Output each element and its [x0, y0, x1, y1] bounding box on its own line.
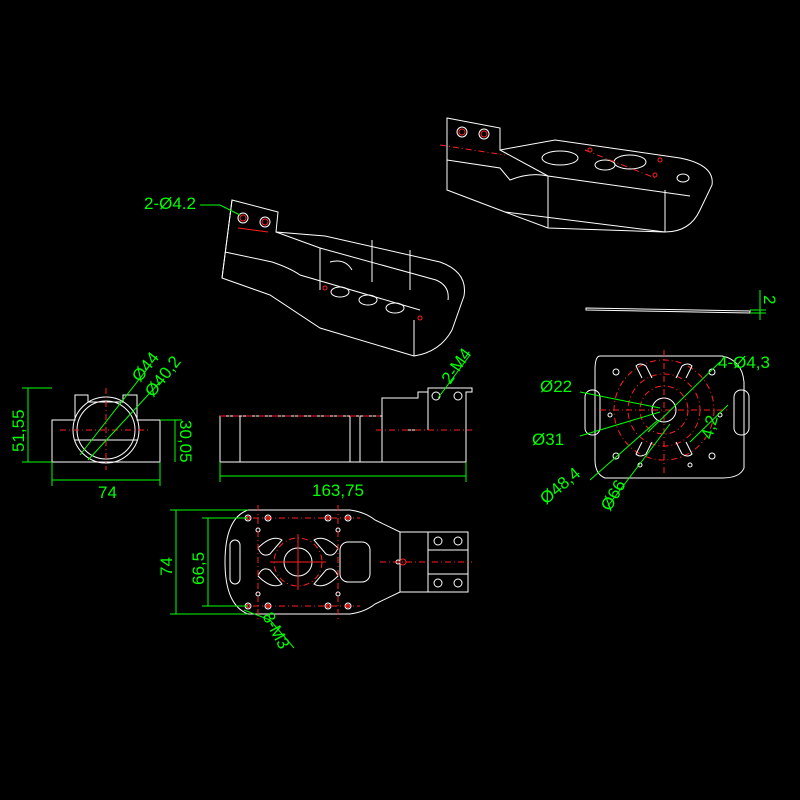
dim-plate-holes: 4-Ø4,3: [718, 353, 770, 372]
plate-edge-view: 2: [585, 290, 779, 320]
top-view: 74 66,5 8-M3: [157, 505, 472, 652]
isometric-view-left: [221, 199, 465, 357]
dim-side-width: 74: [98, 483, 117, 502]
callout-iso-holes: 2-Ø4.2: [144, 194, 241, 216]
dim-side-clamp-height: 30,05: [176, 420, 195, 463]
dim-side-height: 51,55: [9, 409, 28, 452]
dim-plate-dia-22: Ø22: [540, 377, 572, 396]
isometric-view-right: [439, 117, 713, 233]
dim-front-length: 163,75: [312, 481, 364, 500]
dim-plate-thickness: 2: [760, 295, 779, 304]
dim-top-width: 74: [157, 557, 176, 576]
callout-iso-holes-text: 2-Ø4.2: [144, 194, 196, 213]
dim-plate-dia-31: Ø31: [532, 430, 564, 449]
dim-top-inner: 66,5: [189, 552, 208, 585]
